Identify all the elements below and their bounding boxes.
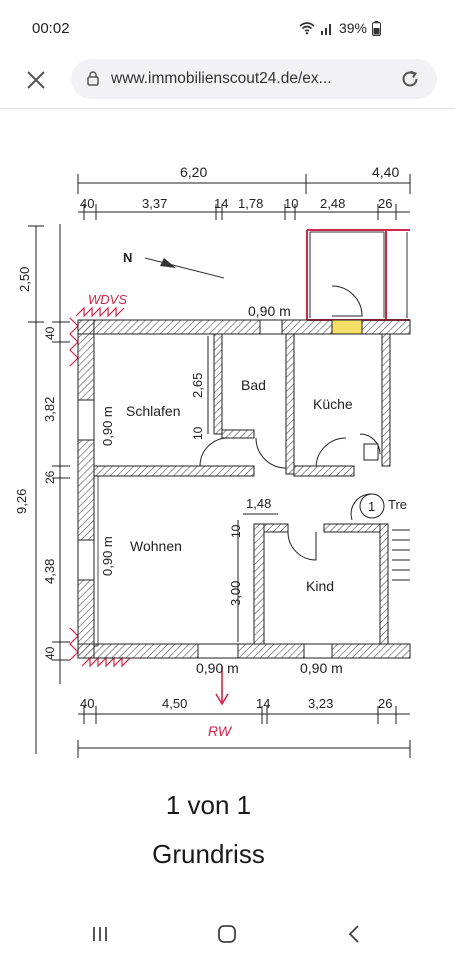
dim-top-total-2: 4,40	[372, 164, 399, 180]
image-viewer[interactable]: 6,20 4,40 40 3,37 14 1,78 10 2,48 26 2,5…	[0, 109, 455, 909]
back-button[interactable]	[339, 920, 369, 948]
dim-top-2: 3,37	[142, 196, 167, 211]
home-icon	[218, 925, 236, 943]
url-text: www.immobilienscout24.de/ex...	[111, 70, 332, 87]
room-kind: Kind	[306, 578, 334, 594]
dim-bottom-2: 4,50	[162, 696, 187, 711]
dim-left-3: 3,82	[42, 397, 57, 422]
stair-number: 1	[368, 499, 375, 514]
close-icon	[27, 71, 45, 89]
lock-icon	[87, 71, 99, 86]
back-icon	[348, 925, 359, 943]
dim-left-1: 2,50	[17, 267, 32, 292]
status-icons: 39%	[299, 20, 381, 36]
inner-dim-lines	[207, 336, 278, 642]
recent-apps-button[interactable]	[85, 920, 115, 948]
room-treppe: Tre	[388, 497, 407, 512]
address-bar[interactable]: www.immobilienscout24.de/ex...	[71, 59, 437, 99]
home-button[interactable]	[212, 920, 242, 948]
window-bottom-left-label: 0,90 m	[196, 660, 239, 676]
window-top-label: 0,90 m	[248, 303, 291, 319]
dim-top-3: 14	[214, 196, 228, 211]
dim-top-7: 26	[378, 196, 392, 211]
dim-left-total: 9,26	[14, 489, 29, 514]
status-bar: 00:02 39%	[0, 0, 455, 56]
room-wohnen: Wohnen	[130, 538, 182, 554]
annotation-wdvs: WDVS	[88, 292, 127, 307]
room-kueche: Küche	[313, 396, 353, 412]
bad-wall-dim: 2,65	[190, 373, 205, 398]
browser-toolbar: www.immobilienscout24.de/ex...	[0, 56, 455, 109]
doors	[199, 285, 381, 561]
close-tab-button[interactable]	[22, 66, 50, 94]
dim-left-5: 4,38	[42, 559, 57, 584]
window-schlafen-label: 0,90 m	[100, 406, 115, 446]
dim-left-4: 26	[43, 470, 57, 484]
kind-height-dim: 3,00	[228, 581, 243, 606]
kind-10-dim: 10	[229, 524, 243, 538]
dim-top-5: 10	[284, 196, 298, 211]
wifi-icon	[299, 22, 315, 35]
room-schlafen: Schlafen	[126, 403, 180, 419]
north-arrow: N	[123, 250, 225, 279]
image-counter: 1 von 1	[165, 790, 252, 820]
battery-icon	[372, 20, 381, 36]
dim-bottom-5: 26	[378, 696, 392, 711]
dim-left-2: 40	[43, 326, 57, 340]
system-nav-bar	[0, 908, 455, 960]
dim-top-6: 2,48	[320, 196, 345, 211]
dimension-lines	[28, 174, 411, 758]
north-label: N	[123, 250, 132, 265]
signal-icon	[320, 23, 331, 35]
dim-top-4: 1,78	[238, 196, 263, 211]
stairs	[350, 493, 410, 581]
image-title: Grundriss	[152, 839, 265, 869]
dim-bottom-4: 3,23	[308, 696, 333, 711]
battery-percent: 39%	[338, 20, 367, 36]
dim-top-1: 40	[80, 196, 94, 211]
floor-plan-image: 6,20 4,40 40 3,37 14 1,78 10 2,48 26 2,5…	[14, 164, 411, 758]
window-wohnen-label: 0,90 m	[100, 536, 115, 576]
dim-top-total-1: 6,20	[180, 164, 207, 180]
bad-10-dim: 10	[191, 426, 205, 440]
kitchen-fixture	[363, 443, 379, 461]
window-bottom-right-label: 0,90 m	[300, 660, 343, 676]
room-bad: Bad	[241, 377, 266, 393]
dim-bottom-3: 14	[256, 696, 270, 711]
reload-icon[interactable]	[399, 68, 421, 90]
status-time: 00:02	[32, 20, 70, 37]
dim-left-6: 40	[43, 646, 57, 660]
dim-bottom-1: 40	[80, 696, 94, 711]
recent-apps-icon	[93, 927, 107, 941]
walls	[77, 319, 411, 659]
hall-dim: 1,48	[246, 496, 271, 511]
annotation-rw: RW	[208, 723, 233, 739]
windows	[77, 319, 333, 659]
